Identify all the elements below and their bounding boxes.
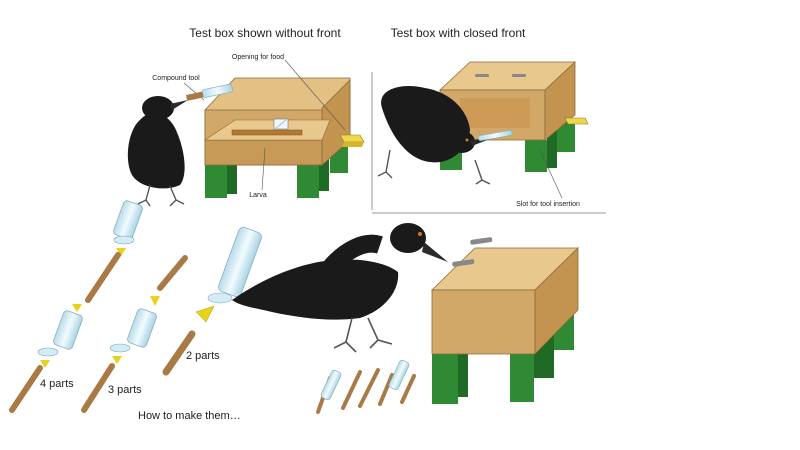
label-compound-tool: Compound tool — [152, 75, 200, 82]
label-four-parts: 4 parts — [40, 378, 74, 390]
label-three-parts: 3 parts — [108, 384, 142, 396]
title-with-front: Test box with closed front — [391, 26, 526, 40]
two-part-tool — [162, 227, 262, 376]
loose-sticks-and-tubes — [316, 359, 416, 414]
crow-holding-tool — [127, 83, 233, 207]
big-test-box — [431, 237, 579, 404]
label-opening-for-food: Opening for food — [232, 54, 284, 61]
open-test-box — [204, 77, 365, 198]
label-two-parts: 2 parts — [186, 350, 220, 362]
three-part-tool — [81, 255, 188, 413]
crow-inserting-tool — [377, 86, 513, 185]
label-slot-for-tool: Slot for tool insertion — [516, 201, 580, 208]
label-larva: Larva — [249, 192, 267, 199]
caption-how-to-make: How to make them… — [138, 410, 241, 422]
title-without-front: Test box shown without front — [189, 26, 341, 40]
crow-with-sticks — [232, 223, 448, 353]
four-part-tool — [9, 200, 143, 413]
